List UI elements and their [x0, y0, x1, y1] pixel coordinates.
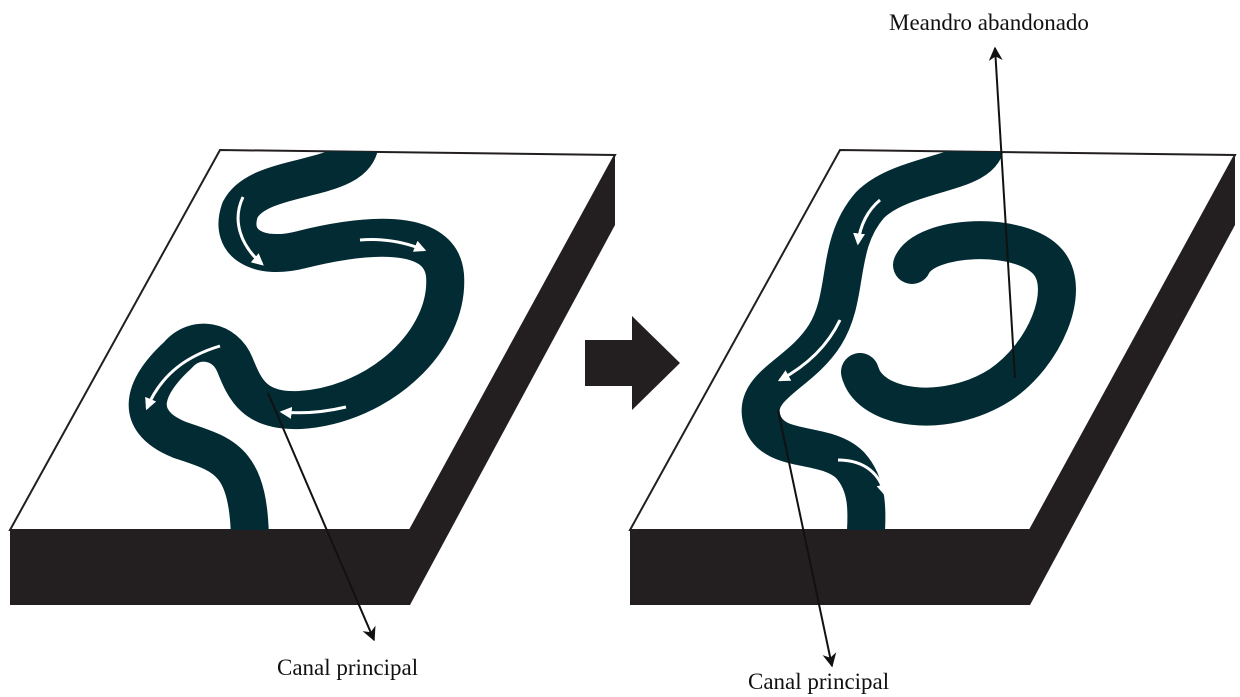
right-block-front-face — [630, 530, 1030, 605]
canal-principal-label-right: Canal principal — [748, 670, 889, 693]
canal-principal-label-left: Canal principal — [277, 656, 418, 679]
meandro-abandonado-label: Meandro abandonado — [889, 11, 1089, 34]
left-landscape-block — [10, 140, 615, 640]
left-block-front-face — [10, 530, 410, 605]
right-arrow-icon — [585, 316, 680, 410]
right-landscape-block — [630, 48, 1235, 666]
